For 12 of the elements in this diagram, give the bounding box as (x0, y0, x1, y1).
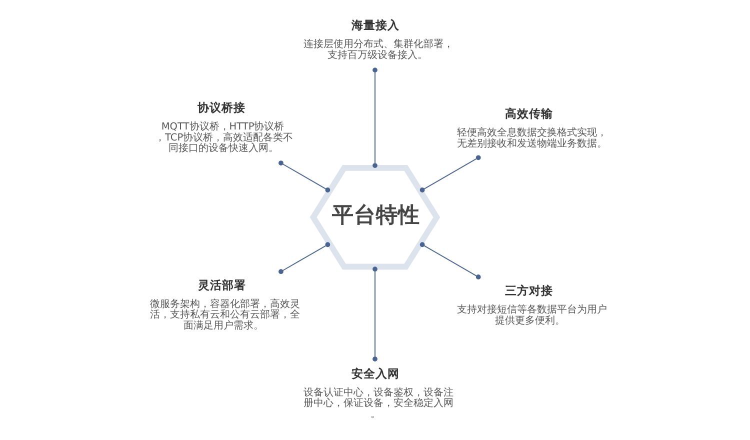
node-text: 协议桥接 MQTT协议桥，HTTP协议桥，TCP协议桥，高效适配各类不同接口的设备快速入网。 (155, 100, 294, 154)
connector (420, 155, 481, 192)
node-text: 安全入网 设备认证中心，设备鉴权，设备注册中心，保证设备，安全稳定入网。 (304, 366, 454, 420)
connector (372, 266, 378, 362)
node-text: 高效传输 轻便高效全息数据交换格式实现，无差别接收和发送物端业务数据。 (457, 106, 608, 150)
node-text: 三方对接 支持对接短信等各数据平台为用户提供更多便利。 (457, 284, 608, 327)
connector (278, 242, 330, 274)
connector (372, 68, 378, 168)
connector (420, 242, 481, 280)
connector (278, 160, 330, 192)
node-text: 灵活部署 微服务架构，容器化部署，高效灵活，支持私有云和公有云部署，全面满足用户需求。 (150, 278, 300, 332)
node-text: 海量接入 连接层使用分布式、集群化部署，支持百万级设备接入。 (304, 18, 454, 61)
